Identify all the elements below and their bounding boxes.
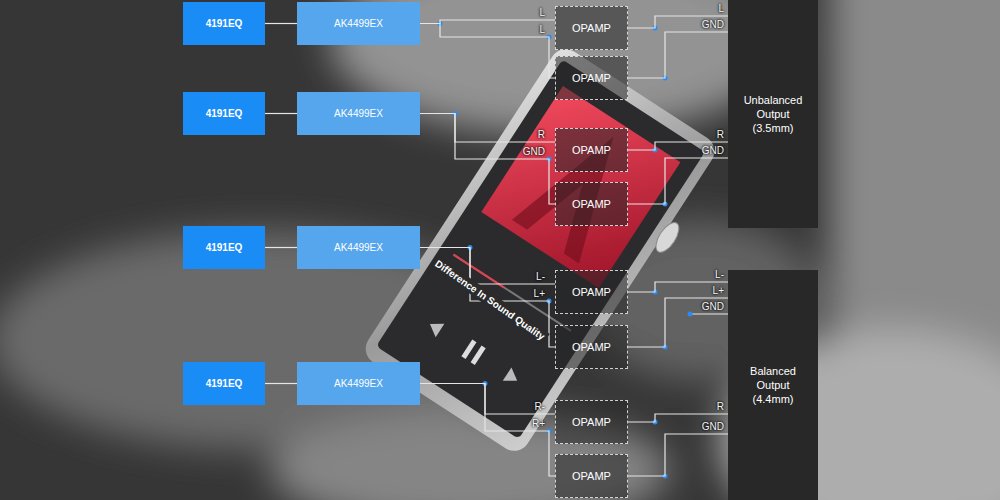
box-text: 4191EQ bbox=[206, 18, 243, 29]
signal-wire bbox=[628, 298, 728, 347]
signal-wire bbox=[420, 114, 555, 205]
box-text: OPAMP bbox=[572, 22, 611, 34]
signal-wire bbox=[628, 434, 728, 476]
box-text: AK4499EX bbox=[334, 108, 383, 119]
signal-name: GND bbox=[702, 301, 724, 312]
box-text: OPAMP bbox=[572, 341, 611, 353]
pause-icon bbox=[461, 340, 476, 359]
box-text: Balanced Output (4.4mm) bbox=[740, 364, 806, 406]
signal-name: R bbox=[538, 129, 545, 140]
box-text: AK4499EX bbox=[334, 242, 383, 253]
album-art bbox=[481, 86, 680, 288]
album-art-mark bbox=[512, 115, 647, 263]
opamp-box: OPAMP bbox=[555, 128, 628, 172]
dac-box: AK4499EX bbox=[297, 2, 420, 45]
signal-name: GND bbox=[523, 146, 545, 157]
box-text: OPAMP bbox=[572, 72, 611, 84]
pause-icon bbox=[471, 346, 486, 365]
box-text: AK4499EX bbox=[334, 378, 383, 389]
box-text: AK4499EX bbox=[334, 18, 383, 29]
output-panel: Unbalanced Output (3.5mm) bbox=[728, 0, 818, 228]
box-text: OPAMP bbox=[572, 286, 611, 298]
junction-dot bbox=[688, 312, 693, 317]
dac-box: AK4499EX bbox=[297, 362, 420, 405]
signal-wire bbox=[420, 114, 555, 143]
signal-wire bbox=[420, 248, 555, 348]
signal-name: L bbox=[718, 3, 724, 14]
signal-name: L bbox=[539, 7, 545, 18]
box-text: OPAMP bbox=[572, 198, 611, 210]
signal-wire bbox=[265, 383, 297, 384]
box-text: OPAMP bbox=[572, 470, 611, 482]
opamp-box: OPAMP bbox=[555, 270, 628, 314]
signal-wire bbox=[265, 113, 297, 114]
signal-name: GND bbox=[702, 145, 724, 156]
chip-box: 4191EQ bbox=[183, 2, 265, 45]
signal-name: GND bbox=[702, 19, 724, 30]
signal-wire bbox=[265, 247, 297, 248]
chip-box: 4191EQ bbox=[183, 226, 265, 269]
opamp-box: OPAMP bbox=[555, 6, 628, 50]
signal-wire bbox=[420, 24, 555, 79]
volume-wheel bbox=[651, 219, 683, 256]
box-text: Unbalanced Output (3.5mm) bbox=[740, 93, 806, 135]
ground-wire bbox=[690, 313, 728, 314]
box-text: OPAMP bbox=[572, 144, 611, 156]
box-text: 4191EQ bbox=[206, 242, 243, 253]
prev-icon bbox=[426, 317, 445, 337]
signal-wire bbox=[420, 384, 555, 415]
signal-name: L- bbox=[536, 271, 545, 282]
signal-wire bbox=[628, 414, 728, 422]
signal-name: R bbox=[717, 129, 724, 140]
dac-box: AK4499EX bbox=[297, 92, 420, 135]
signal-wire bbox=[420, 384, 555, 477]
box-text: 4191EQ bbox=[206, 108, 243, 119]
signal-name: GND bbox=[702, 421, 724, 432]
opamp-box: OPAMP bbox=[555, 400, 628, 444]
static-wiring bbox=[438, 21, 729, 479]
chip-box: 4191EQ bbox=[183, 362, 265, 405]
signal-name: L+ bbox=[534, 288, 545, 299]
signal-wire bbox=[628, 32, 728, 78]
signal-name: L bbox=[539, 24, 545, 35]
signal-wire bbox=[265, 23, 297, 24]
chip-box: 4191EQ bbox=[183, 92, 265, 135]
opamp-box: OPAMP bbox=[555, 56, 628, 100]
opamp-box: OPAMP bbox=[555, 454, 628, 498]
box-text: OPAMP bbox=[572, 416, 611, 428]
next-icon bbox=[503, 367, 522, 387]
signal-name: L- bbox=[715, 269, 724, 280]
signal-name: R bbox=[717, 401, 724, 412]
signal-name: R- bbox=[534, 401, 545, 412]
edge-layer bbox=[265, 16, 728, 476]
dac-box: AK4499EX bbox=[297, 226, 420, 269]
output-panel: Balanced Output (4.4mm) bbox=[728, 270, 818, 500]
opamp-box: OPAMP bbox=[555, 325, 628, 369]
device-screen bbox=[376, 59, 705, 438]
opamp-box: OPAMP bbox=[555, 182, 628, 226]
signal-wire bbox=[628, 158, 728, 204]
box-text: 4191EQ bbox=[206, 378, 243, 389]
signal-name: L+ bbox=[713, 285, 724, 296]
signal-name: R+ bbox=[532, 418, 545, 429]
